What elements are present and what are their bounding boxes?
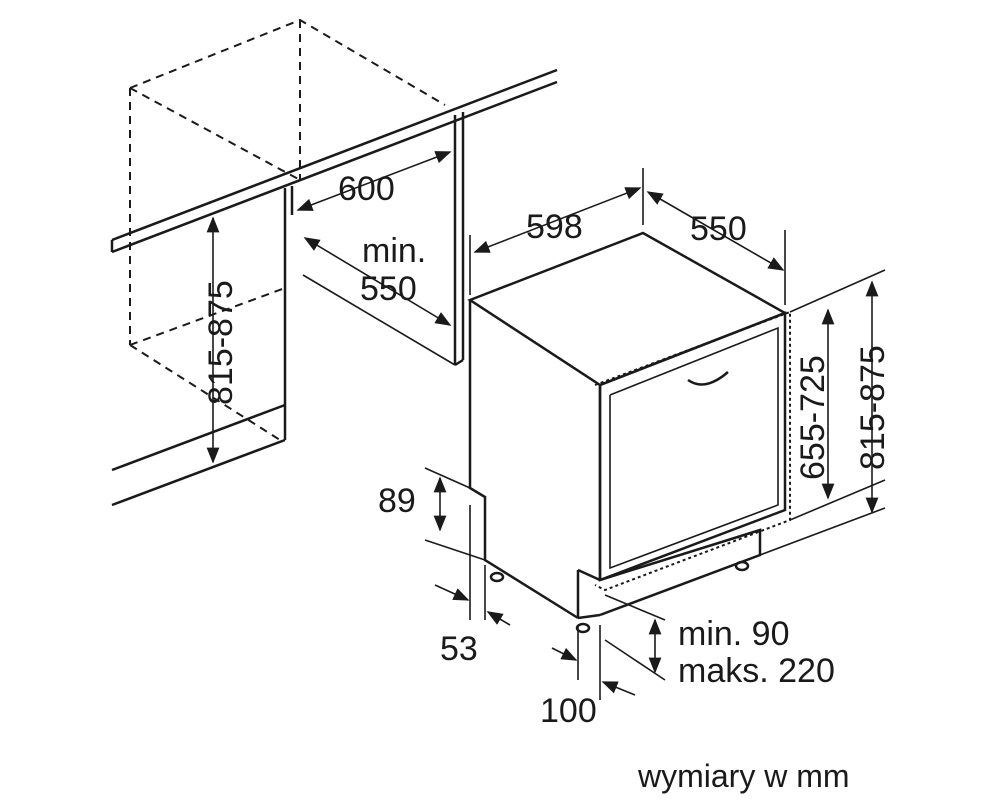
niche-cabinet: [129, 18, 446, 441]
units-note: wymiary w mm: [637, 758, 850, 794]
dishwasher: [467, 231, 791, 634]
left-cabinet: [111, 186, 294, 507]
appliance-height-label: 815-875: [854, 345, 892, 470]
foot-offset-label: 100: [540, 692, 597, 730]
niche-width-label: 600: [338, 170, 395, 208]
foot-front-left: [575, 622, 591, 634]
appliance-depth-label: 550: [690, 210, 747, 248]
plinth-recess-label: 53: [440, 630, 478, 668]
dimension-lines: [206, 151, 886, 700]
niche-depth-value-label: 550: [360, 270, 417, 308]
countertop: [110, 68, 558, 254]
niche-depth-min-label: min.: [362, 232, 426, 270]
door-height-label: 655-725: [794, 355, 832, 480]
foot-front-right: [734, 560, 750, 572]
appliance-width-label: 598: [526, 208, 583, 246]
plinth-max-label: maks. 220: [678, 652, 835, 690]
plinth-height-label: 89: [378, 482, 416, 520]
foot-rear-left: [489, 571, 505, 583]
niche-height-label: 815-875: [202, 280, 240, 405]
plinth-min-label: min. 90: [678, 615, 790, 653]
